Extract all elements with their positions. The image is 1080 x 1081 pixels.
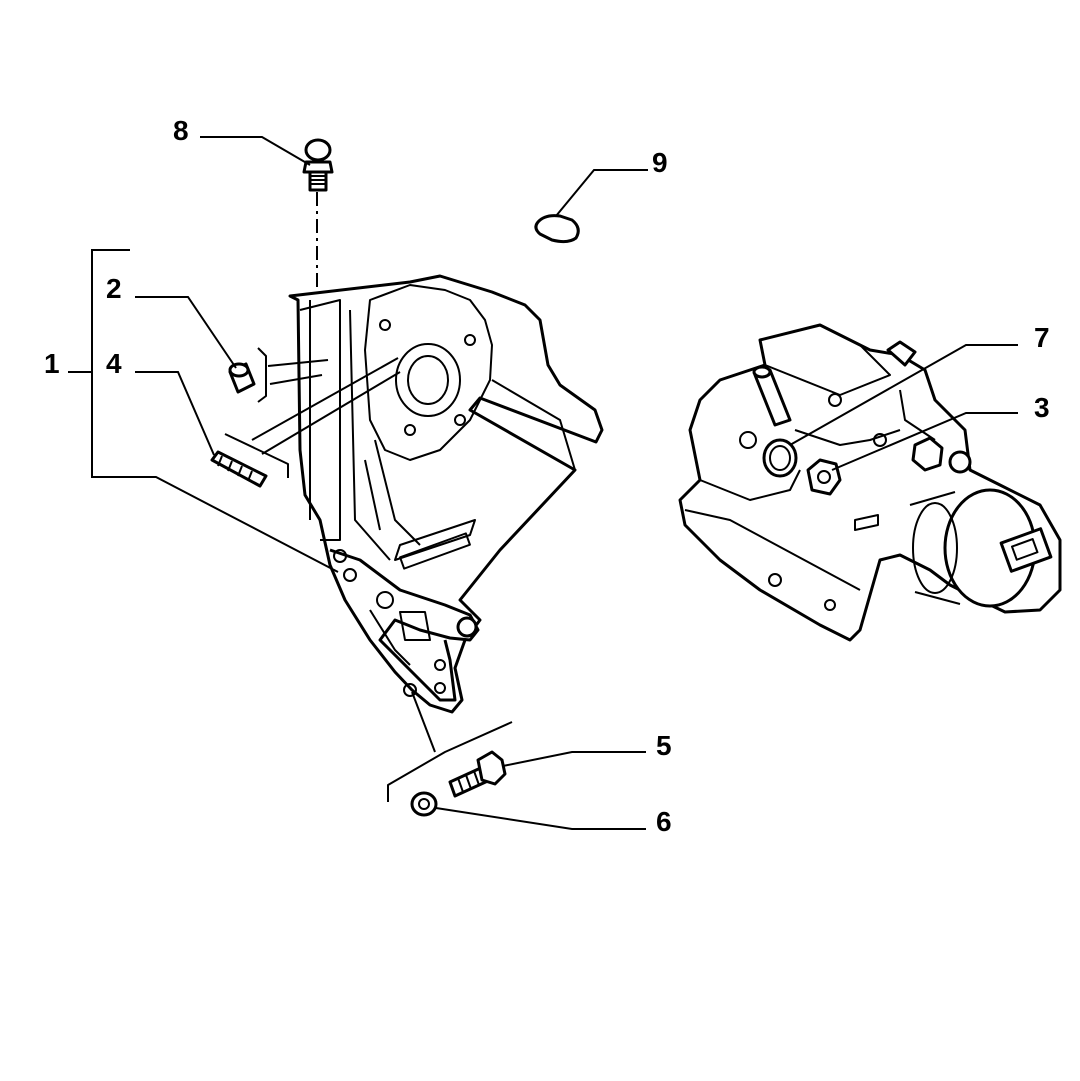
part-7-o-ring xyxy=(762,438,798,478)
part-6-washer xyxy=(410,791,438,817)
callout-8: 8 xyxy=(173,115,189,146)
part-8-ball-stud xyxy=(302,138,334,192)
callout-5: 5 xyxy=(656,730,672,761)
part-3-nut xyxy=(806,458,842,496)
callout-1: 1 xyxy=(44,348,60,379)
part-2-bushing xyxy=(228,362,256,394)
callout-4: 4 xyxy=(106,348,122,379)
callout-3: 3 xyxy=(1034,392,1050,423)
fuel-pump-assembly xyxy=(678,323,1062,642)
bracket-5-6 xyxy=(387,721,513,802)
callout-2: 2 xyxy=(106,273,122,304)
callout-7: 7 xyxy=(1034,322,1050,353)
callout-6: 6 xyxy=(656,806,672,837)
callout-labels: 1 2 3 4 5 6 7 8 9 xyxy=(44,115,1050,837)
part-4-stud xyxy=(210,450,268,488)
part-1-mounting-bracket xyxy=(288,274,604,714)
part-5-bolt xyxy=(448,750,507,798)
callout-9: 9 xyxy=(652,147,668,178)
bracket-2 xyxy=(257,347,267,403)
leader-lines xyxy=(68,136,1018,830)
bracket-4 xyxy=(224,433,289,478)
part-9-plug xyxy=(534,214,580,244)
